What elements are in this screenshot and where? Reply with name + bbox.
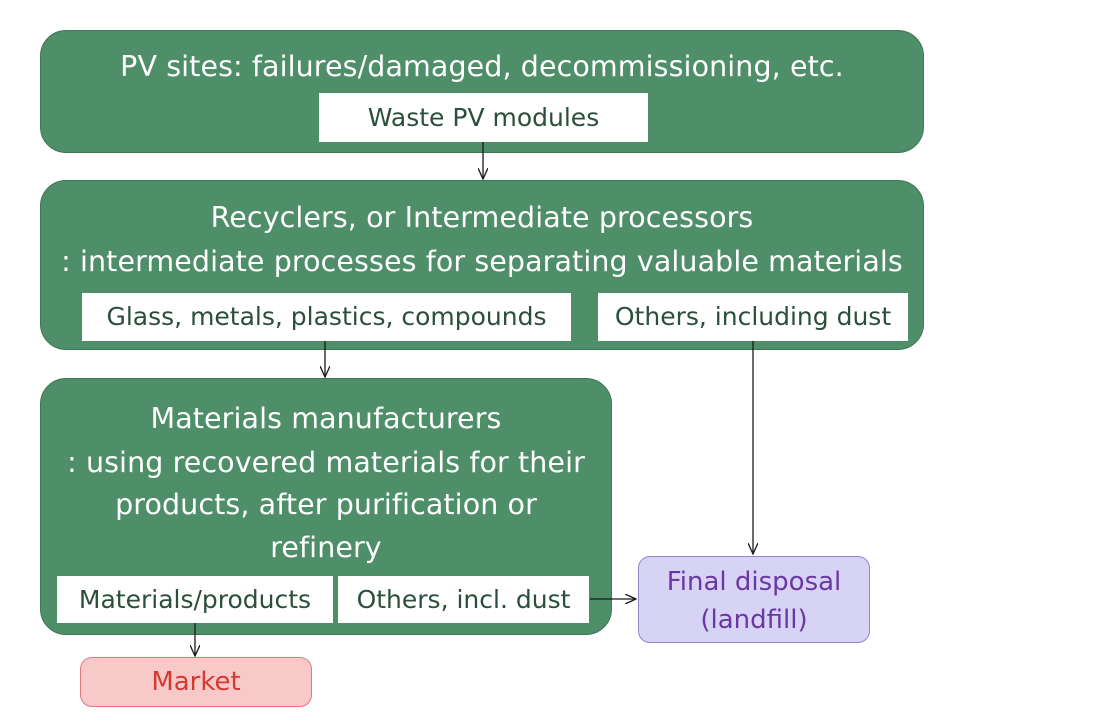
market-node: Market (80, 657, 312, 707)
final-disposal-node: Final disposal (landfill) (638, 556, 870, 643)
manufacturers-title-line3: products, after purification or (115, 488, 537, 521)
manufacturers-others-label: Others, incl. dust (338, 576, 589, 623)
manufacturers-title-line2: : using recovered materials for their (67, 446, 585, 479)
recyclers-title-line2: : intermediate processes for separating … (61, 245, 903, 278)
final-disposal-line2: (landfill) (700, 605, 808, 635)
manufacturers-title-line1: Materials manufacturers (150, 402, 502, 435)
waste-pv-modules-label: Waste PV modules (319, 93, 648, 142)
final-disposal-line1: Final disposal (666, 567, 842, 597)
recyclers-title-line1: Recyclers, or Intermediate processors (210, 201, 754, 234)
market-label: Market (151, 667, 241, 697)
recyclers-others-label: Others, including dust (598, 293, 908, 341)
pv-sites-title: PV sites: failures/damaged, decommission… (120, 50, 844, 83)
recovered-materials-label: Glass, metals, plastics, compounds (82, 293, 571, 341)
manufacturers-title-line4: refinery (270, 531, 382, 564)
materials-products-label: Materials/products (57, 576, 333, 623)
